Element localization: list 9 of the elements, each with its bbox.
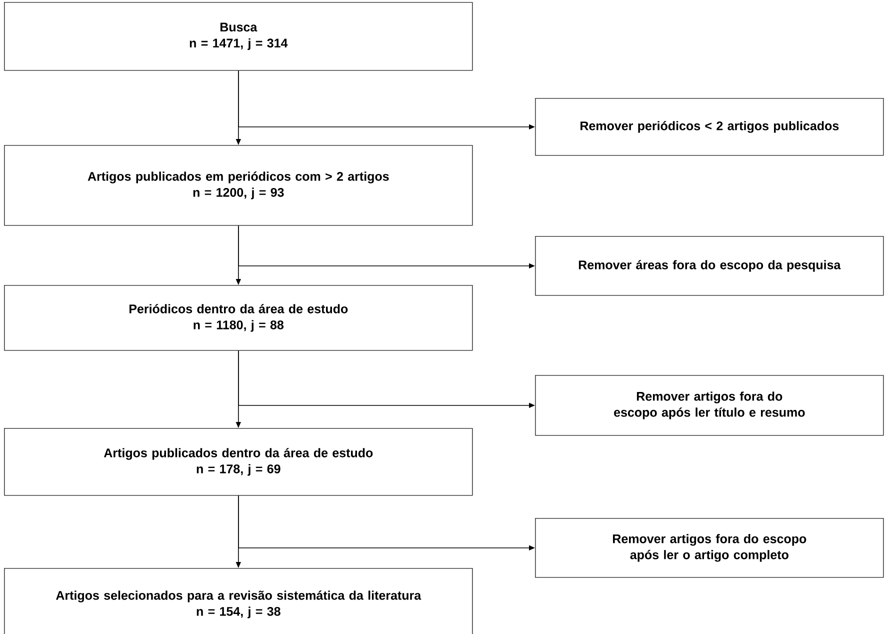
- process-box: Remover artigos fora do escopo após ler título e resumo: [535, 375, 884, 436]
- process-box: Remover periódicos < 2 artigos publicados: [535, 98, 884, 156]
- process-box: Remover áreas fora do escopo da pesquisa: [535, 236, 884, 296]
- process-box: Busca n = 1471, j = 314: [4, 2, 473, 71]
- process-box: Artigos publicados dentro da área de estudo n = 178, j = 69: [4, 428, 473, 496]
- process-box: Artigos selecionados para a revisão sistemática da literatura n = 154, j = 38: [4, 568, 473, 634]
- process-box: Periódicos dentro da área de estudo n = 1180, j = 88: [4, 285, 473, 351]
- process-box: Artigos publicados em periódicos com > 2 artigos n = 1200, j = 93: [4, 145, 473, 226]
- process-box: Remover artigos fora do escopo após ler o artigo completo: [535, 518, 884, 578]
